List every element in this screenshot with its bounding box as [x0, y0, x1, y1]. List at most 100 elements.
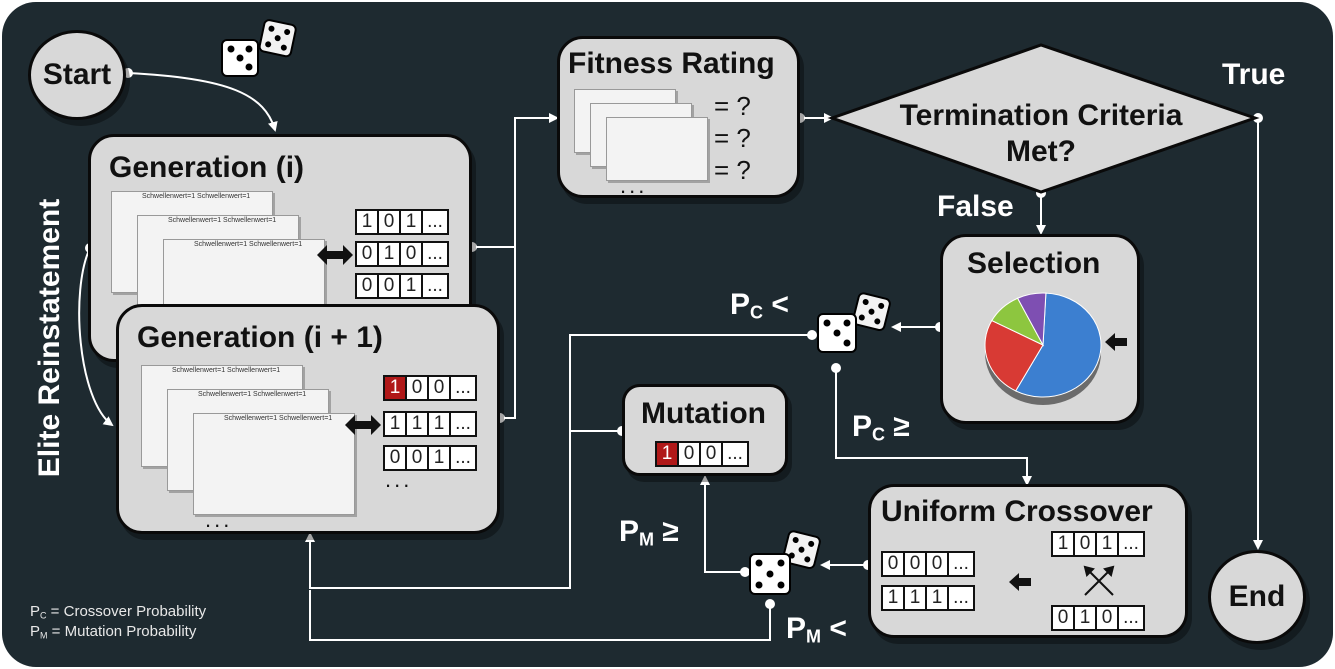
gene-bit: 1 [657, 443, 677, 465]
start-node: Start [28, 30, 126, 120]
gene-bit: 0 [357, 243, 377, 265]
gene-bit: 0 [357, 275, 377, 297]
network-thumbnail: Schwellenwert=1 Schwellenwert=1 [193, 413, 355, 515]
gene-bit: 1 [407, 413, 427, 435]
gene-bit: 0 [385, 447, 405, 469]
gene-bit: ... [1119, 533, 1143, 555]
generation-i-title: Generation (i) [109, 151, 305, 184]
gene-bit: ... [949, 553, 973, 575]
edge-elite-reinstatement [78, 247, 114, 427]
mutation-title: Mutation [641, 397, 766, 430]
generation-i1-title: Generation (i + 1) [137, 321, 383, 354]
gene-bit: ... [423, 211, 447, 233]
gene-bit: 0 [701, 443, 721, 465]
termination-criteria-label: Termination Criteria Met? [899, 99, 1183, 168]
uniform-crossover-title: Uniform Crossover [881, 495, 1153, 528]
selection-title: Selection [967, 247, 1101, 280]
generation-i1-box: Generation (i + 1) Schwellenwert=1 Schwe… [116, 304, 500, 534]
pm-less-label: PM < [786, 612, 847, 647]
gene-bit: 0 [1097, 607, 1117, 629]
elite-reinstatement-label: Elite Reinstatement [33, 198, 66, 478]
more-networks-ellipsis: ... [620, 173, 648, 198]
gene-bit: 1 [385, 413, 405, 435]
start-label: Start [42, 58, 112, 91]
termination-diamond-shape [827, 43, 1260, 194]
pc-less-label: PC < [730, 288, 789, 323]
gene-bit: 0 [679, 443, 699, 465]
gene-bit: ... [949, 587, 973, 609]
legend-mutation-probability: PM = Mutation Probability [30, 623, 197, 641]
pie-slice [1015, 292, 1102, 398]
gene-bit: 1 [379, 243, 399, 265]
gene-bit: 0 [407, 447, 427, 469]
more-networks-ellipsis: ... [205, 507, 233, 532]
gene-bit: 1 [401, 211, 421, 233]
more-chromosomes-ellipsis: ... [385, 467, 413, 492]
gene-bit: 0 [905, 553, 925, 575]
gene-bit: 1 [883, 587, 903, 609]
fitness-rating-box: Fitness Rating = ? = ? = ? ... [557, 36, 800, 198]
dice-icon [817, 292, 891, 353]
fitness-score: = ? [714, 123, 751, 153]
end-label: End [1228, 580, 1286, 613]
edge-generation-to-fitness [472, 113, 559, 248]
gene-bit: ... [1119, 607, 1143, 629]
pm-ge-label: PM ≥ [619, 515, 679, 550]
selection-pie-chart [984, 292, 1102, 405]
gene-bit: 1 [401, 275, 421, 297]
gene-bit: 1 [927, 587, 947, 609]
dice-icon [221, 19, 297, 77]
gene-bit: 0 [883, 553, 903, 575]
gene-bit: 1 [429, 413, 449, 435]
left-arrow-icon [1009, 573, 1031, 591]
crossover-x-icon [1083, 565, 1115, 596]
legend-crossover-probability: PC = Crossover Probability [30, 603, 207, 621]
gene-bit: 1 [1075, 607, 1095, 629]
gene-bit: 1 [1097, 533, 1117, 555]
fitness-score: = ? [714, 91, 751, 121]
fitness-rating-title: Fitness Rating [568, 47, 775, 80]
false-label: False [937, 190, 1014, 223]
edge-dice-to-crossover [835, 368, 1032, 486]
gene-bit: 0 [379, 275, 399, 297]
edge-dice-to-nextgen [305, 334, 810, 589]
gene-bit: 0 [429, 377, 449, 399]
gene-bit: ... [451, 447, 475, 469]
gene-bit: 1 [429, 447, 449, 469]
edge-dice2-to-nextgen [309, 590, 771, 641]
gene-bit: ... [451, 377, 475, 399]
gene-bit: 0 [1053, 607, 1073, 629]
gene-bit: 1 [357, 211, 377, 233]
edge-nextgen-to-fitness-join [500, 240, 516, 419]
gene-bit: 0 [407, 377, 427, 399]
fitness-score: = ? [714, 155, 751, 185]
pc-ge-label: PC ≥ [852, 410, 910, 445]
gene-bit: 0 [379, 211, 399, 233]
network-thumbnail [606, 117, 708, 181]
gene-bit: 0 [1075, 533, 1095, 555]
gene-bit: 1 [385, 377, 405, 399]
gene-bit: 1 [1053, 533, 1073, 555]
true-label: True [1222, 58, 1286, 91]
left-arrow-icon [1105, 333, 1127, 351]
gene-bit: ... [423, 243, 447, 265]
edge-dice2-to-mutation [700, 475, 745, 573]
gene-bit: 0 [401, 243, 421, 265]
gene-bit: ... [423, 275, 447, 297]
double-arrow-icon [317, 245, 353, 265]
gene-bit: 1 [905, 587, 925, 609]
double-arrow-icon [345, 415, 381, 435]
